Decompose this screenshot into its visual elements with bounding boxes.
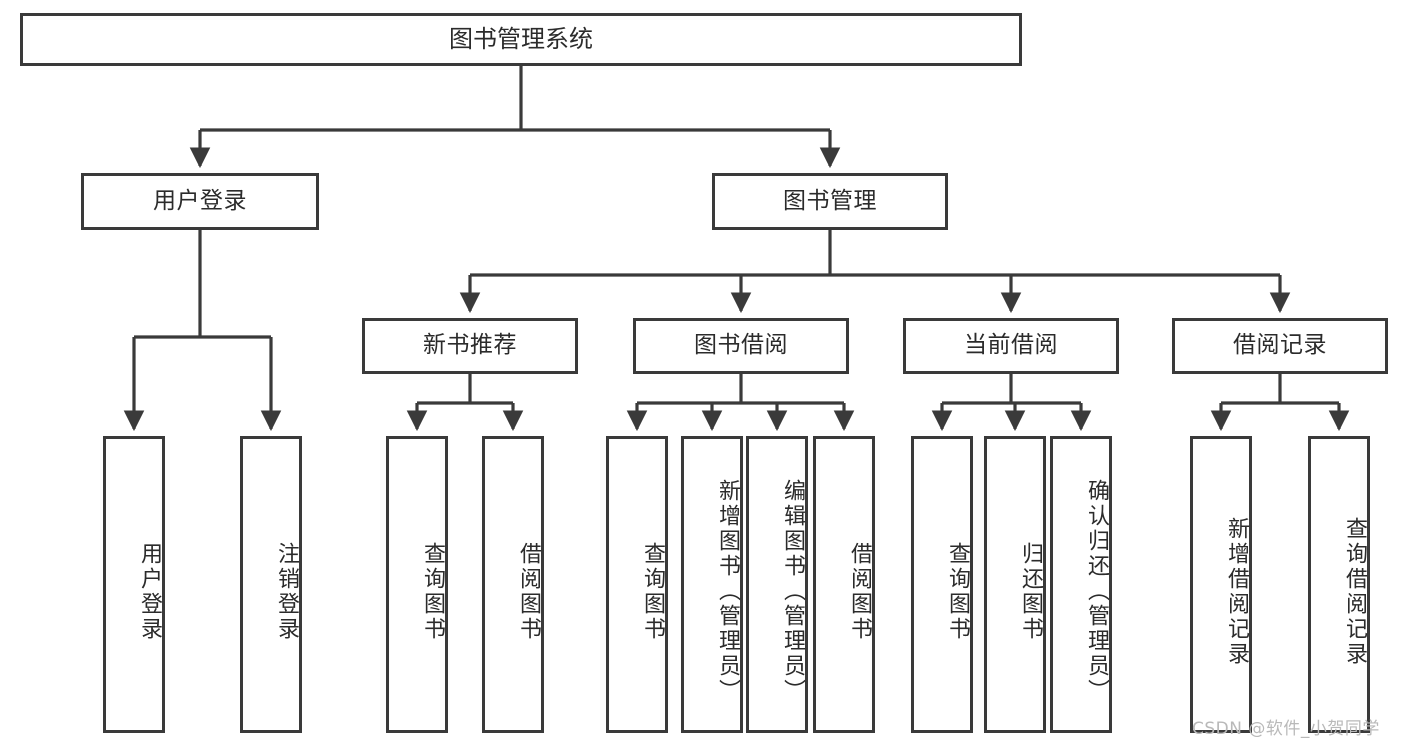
node-book-management[interactable]: 图书管理 — [712, 173, 948, 230]
node-current-borrow[interactable]: 当前借阅 — [903, 318, 1119, 374]
leaf-label: 编辑图书（管理员） — [780, 479, 805, 704]
leaf-logout[interactable]: 注销登录 — [240, 436, 302, 733]
leaf-label: 借阅图书 — [516, 541, 541, 642]
leaf-label: 注销登录 — [274, 541, 299, 642]
leaf-return-book[interactable]: 归还图书 — [984, 436, 1046, 733]
leaf-label: 查询图书 — [420, 541, 445, 642]
leaf-label: 确认归还（管理员） — [1084, 479, 1109, 704]
leaf-label: 查询借阅记录 — [1342, 516, 1367, 667]
leaf-add-book-admin[interactable]: 新增图书（管理员） — [681, 436, 743, 733]
leaf-user-login[interactable]: 用户登录 — [103, 436, 165, 733]
csdn-watermark: CSDN @软件_小贺同学 — [1192, 719, 1380, 739]
leaf-edit-book-admin[interactable]: 编辑图书（管理员） — [746, 436, 808, 733]
leaf-label: 查询图书 — [945, 541, 970, 642]
node-new-book-recommend[interactable]: 新书推荐 — [362, 318, 578, 374]
leaf-label: 归还图书 — [1018, 541, 1043, 642]
leaf-label: 用户登录 — [137, 541, 162, 642]
leaf-borrow-book[interactable]: 借阅图书 — [813, 436, 875, 733]
leaf-label: 新增借阅记录 — [1224, 516, 1249, 667]
node-user-login[interactable]: 用户登录 — [81, 173, 319, 230]
leaf-query-book-borrow[interactable]: 查询图书 — [606, 436, 668, 733]
leaf-confirm-return-admin[interactable]: 确认归还（管理员） — [1050, 436, 1112, 733]
leaf-label: 查询图书 — [640, 541, 665, 642]
leaf-add-borrow-record[interactable]: 新增借阅记录 — [1190, 436, 1252, 733]
leaf-query-book-current[interactable]: 查询图书 — [911, 436, 973, 733]
leaf-label: 新增图书（管理员） — [715, 479, 740, 704]
leaf-query-book-recommend[interactable]: 查询图书 — [386, 436, 448, 733]
node-borrow-record[interactable]: 借阅记录 — [1172, 318, 1388, 374]
leaf-borrow-book-recommend[interactable]: 借阅图书 — [482, 436, 544, 733]
leaf-query-borrow-record[interactable]: 查询借阅记录 — [1308, 436, 1370, 733]
leaf-label: 借阅图书 — [847, 541, 872, 642]
node-root-system[interactable]: 图书管理系统 — [20, 13, 1022, 66]
node-book-borrow[interactable]: 图书借阅 — [633, 318, 849, 374]
